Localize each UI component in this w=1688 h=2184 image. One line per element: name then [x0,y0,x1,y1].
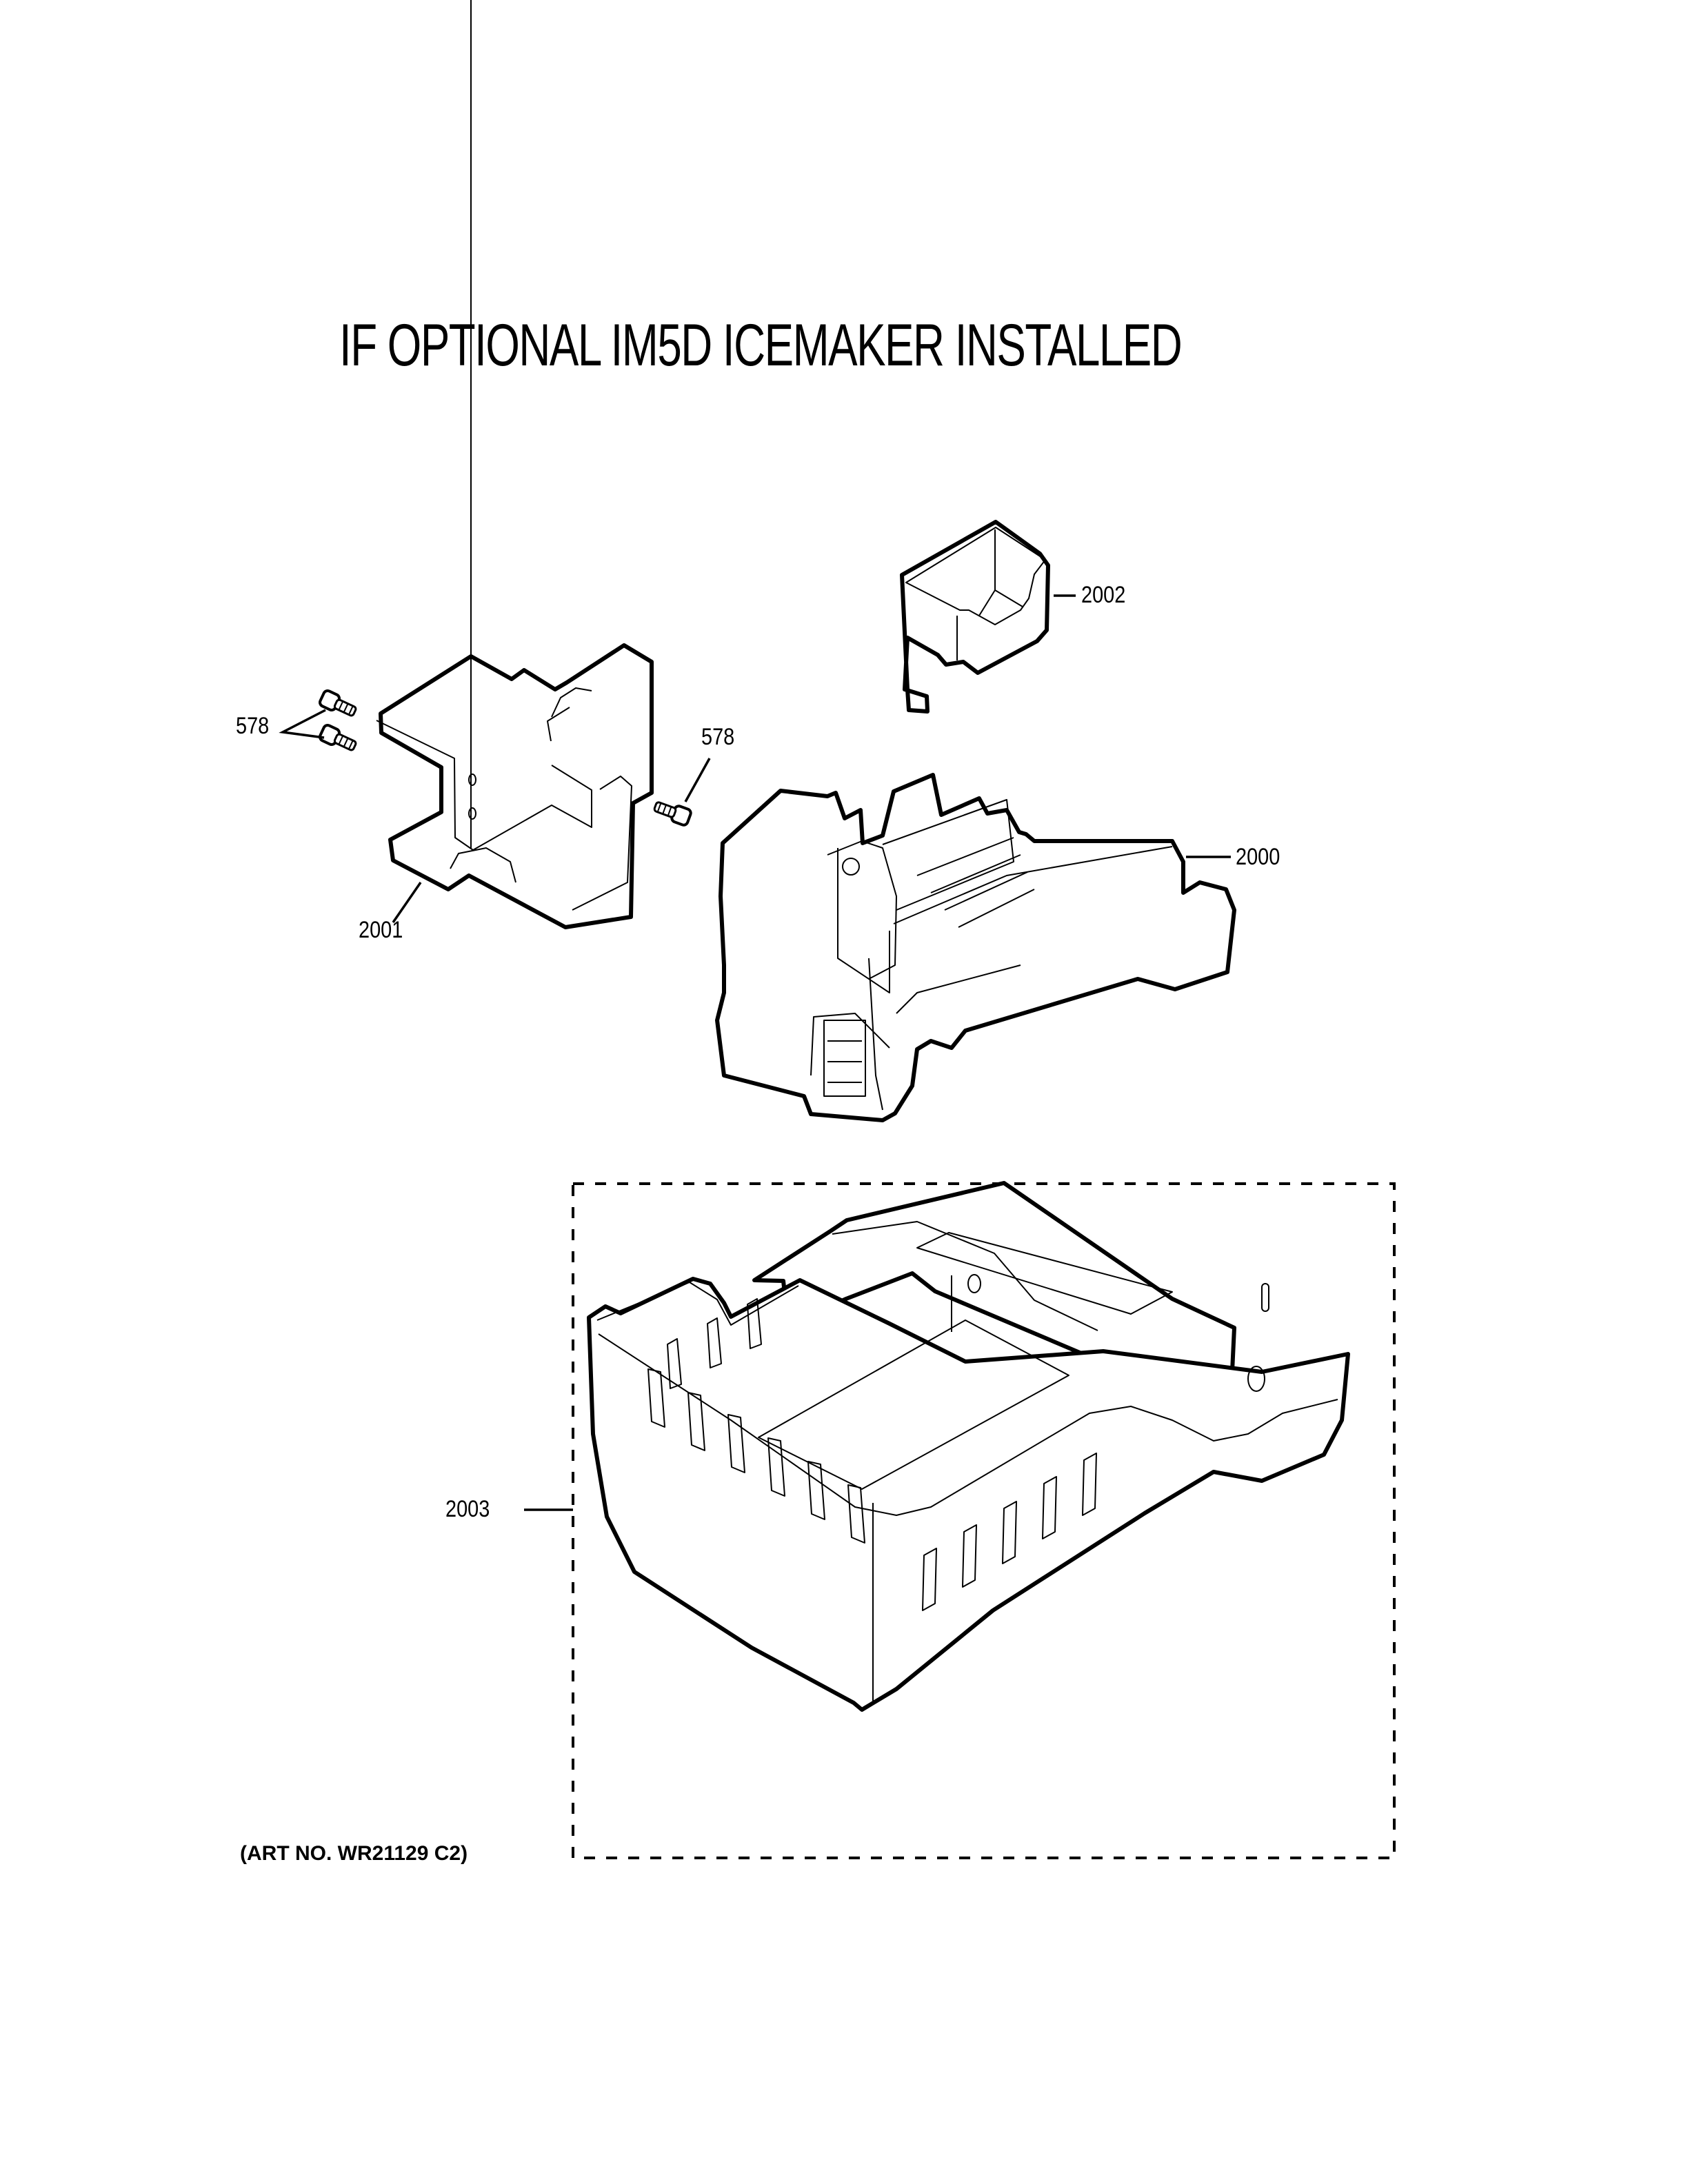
callout-2003: 2003 [445,1496,490,1522]
screw-icon-pair [279,689,357,751]
fill-cup-drawing [900,520,1076,714]
icemaker-assembly-drawing [715,773,1236,1122]
diagram-title: IF OPTIONAL IM5D ICEMAKER INSTALLED [339,312,1183,378]
art-number: (ART NO. WR21129 C2) [240,1842,468,1865]
callout-578-pair: 578 [236,713,270,739]
ice-bucket-drawing [587,1181,1350,1712]
callout-2001: 2001 [359,917,403,943]
screw-icon-single [653,758,711,827]
callout-2002: 2002 [1081,582,1126,608]
callout-578-single: 578 [701,724,735,750]
optional-kit-boundary [572,1182,1396,1859]
callout-2000: 2000 [1236,844,1280,870]
mounting-bracket-drawing [376,0,654,929]
